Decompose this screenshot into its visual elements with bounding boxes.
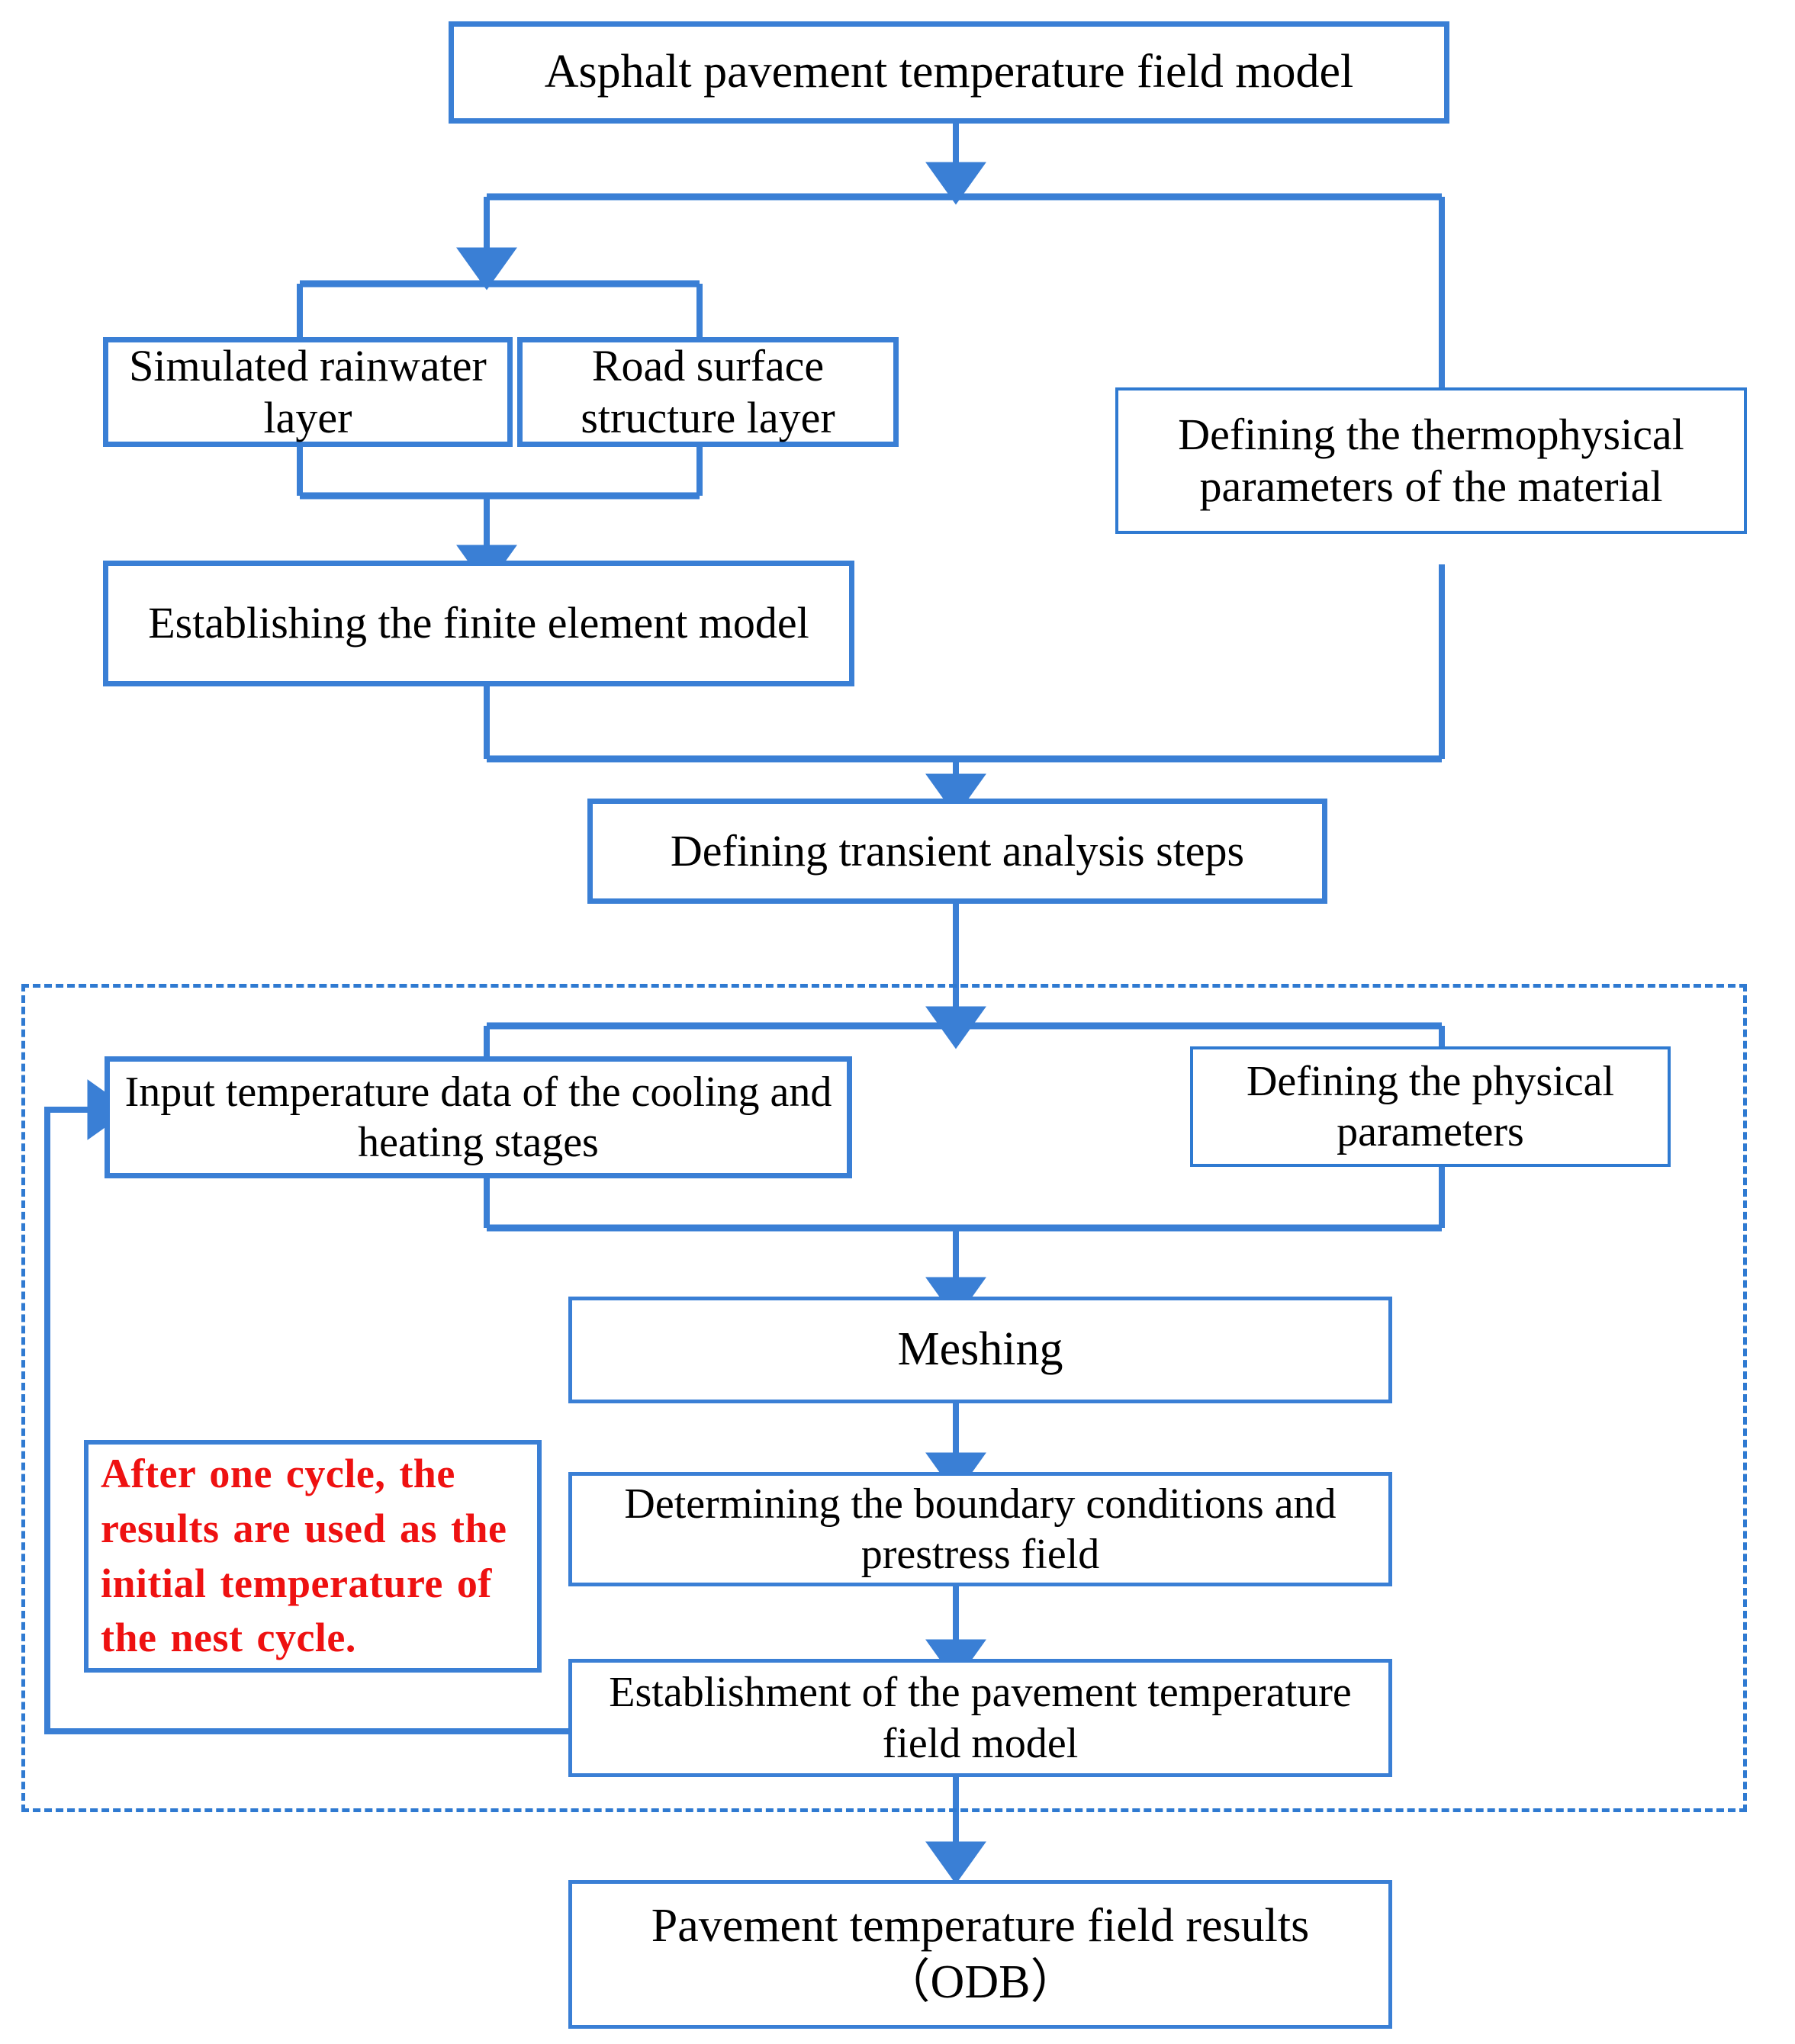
node-boundary-conditions[interactable]: Determining the boundary conditions and …: [568, 1472, 1392, 1586]
node-meshing[interactable]: Meshing: [568, 1297, 1392, 1403]
node-thermophysical-parameters-label: Defining the thermophysical parameters o…: [1178, 409, 1684, 511]
note-cycle-reuse-text: After one cycle, the results are used as…: [101, 1450, 507, 1661]
node-simulated-rainwater-layer-label: Simulated rainwater layer: [129, 340, 487, 442]
node-transient-analysis-steps[interactable]: Defining transient analysis steps: [587, 799, 1327, 904]
node-meshing-label: Meshing: [897, 1323, 1063, 1376]
node-road-surface-structure-layer-label: Road surface structure layer: [581, 340, 835, 442]
edge-feedback-loop: [44, 1079, 572, 1734]
node-simulated-rainwater-layer[interactable]: Simulated rainwater layer: [103, 337, 513, 447]
node-root-model-label: Asphalt pavement temperature field model: [544, 46, 1354, 98]
node-finite-element-model-label: Establishing the finite element model: [148, 598, 809, 648]
node-input-temperature-data-label: Input temperature data of the cooling an…: [124, 1068, 832, 1166]
node-input-temperature-data[interactable]: Input temperature data of the cooling an…: [105, 1056, 852, 1178]
node-transient-analysis-steps-label: Defining transient analysis steps: [670, 825, 1245, 876]
note-cycle-reuse: After one cycle, the results are used as…: [84, 1440, 542, 1673]
node-results-odb-label: Pavement temperature field results （ODB）: [651, 1900, 1310, 2008]
node-finite-element-model[interactable]: Establishing the finite element model: [103, 561, 854, 686]
node-defining-physical-parameters-label: Defining the physical parameters: [1246, 1057, 1615, 1155]
node-root-model[interactable]: Asphalt pavement temperature field model: [449, 21, 1449, 124]
node-boundary-conditions-label: Determining the boundary conditions and …: [624, 1480, 1337, 1578]
node-defining-physical-parameters[interactable]: Defining the physical parameters: [1190, 1046, 1671, 1167]
node-thermophysical-parameters[interactable]: Defining the thermophysical parameters o…: [1115, 387, 1747, 534]
node-results-odb[interactable]: Pavement temperature field results （ODB）: [568, 1880, 1392, 2029]
node-pavement-field-model[interactable]: Establishment of the pavement temperatur…: [568, 1659, 1392, 1777]
node-road-surface-structure-layer[interactable]: Road surface structure layer: [517, 337, 899, 447]
node-pavement-field-model-label: Establishment of the pavement temperatur…: [609, 1669, 1352, 1767]
